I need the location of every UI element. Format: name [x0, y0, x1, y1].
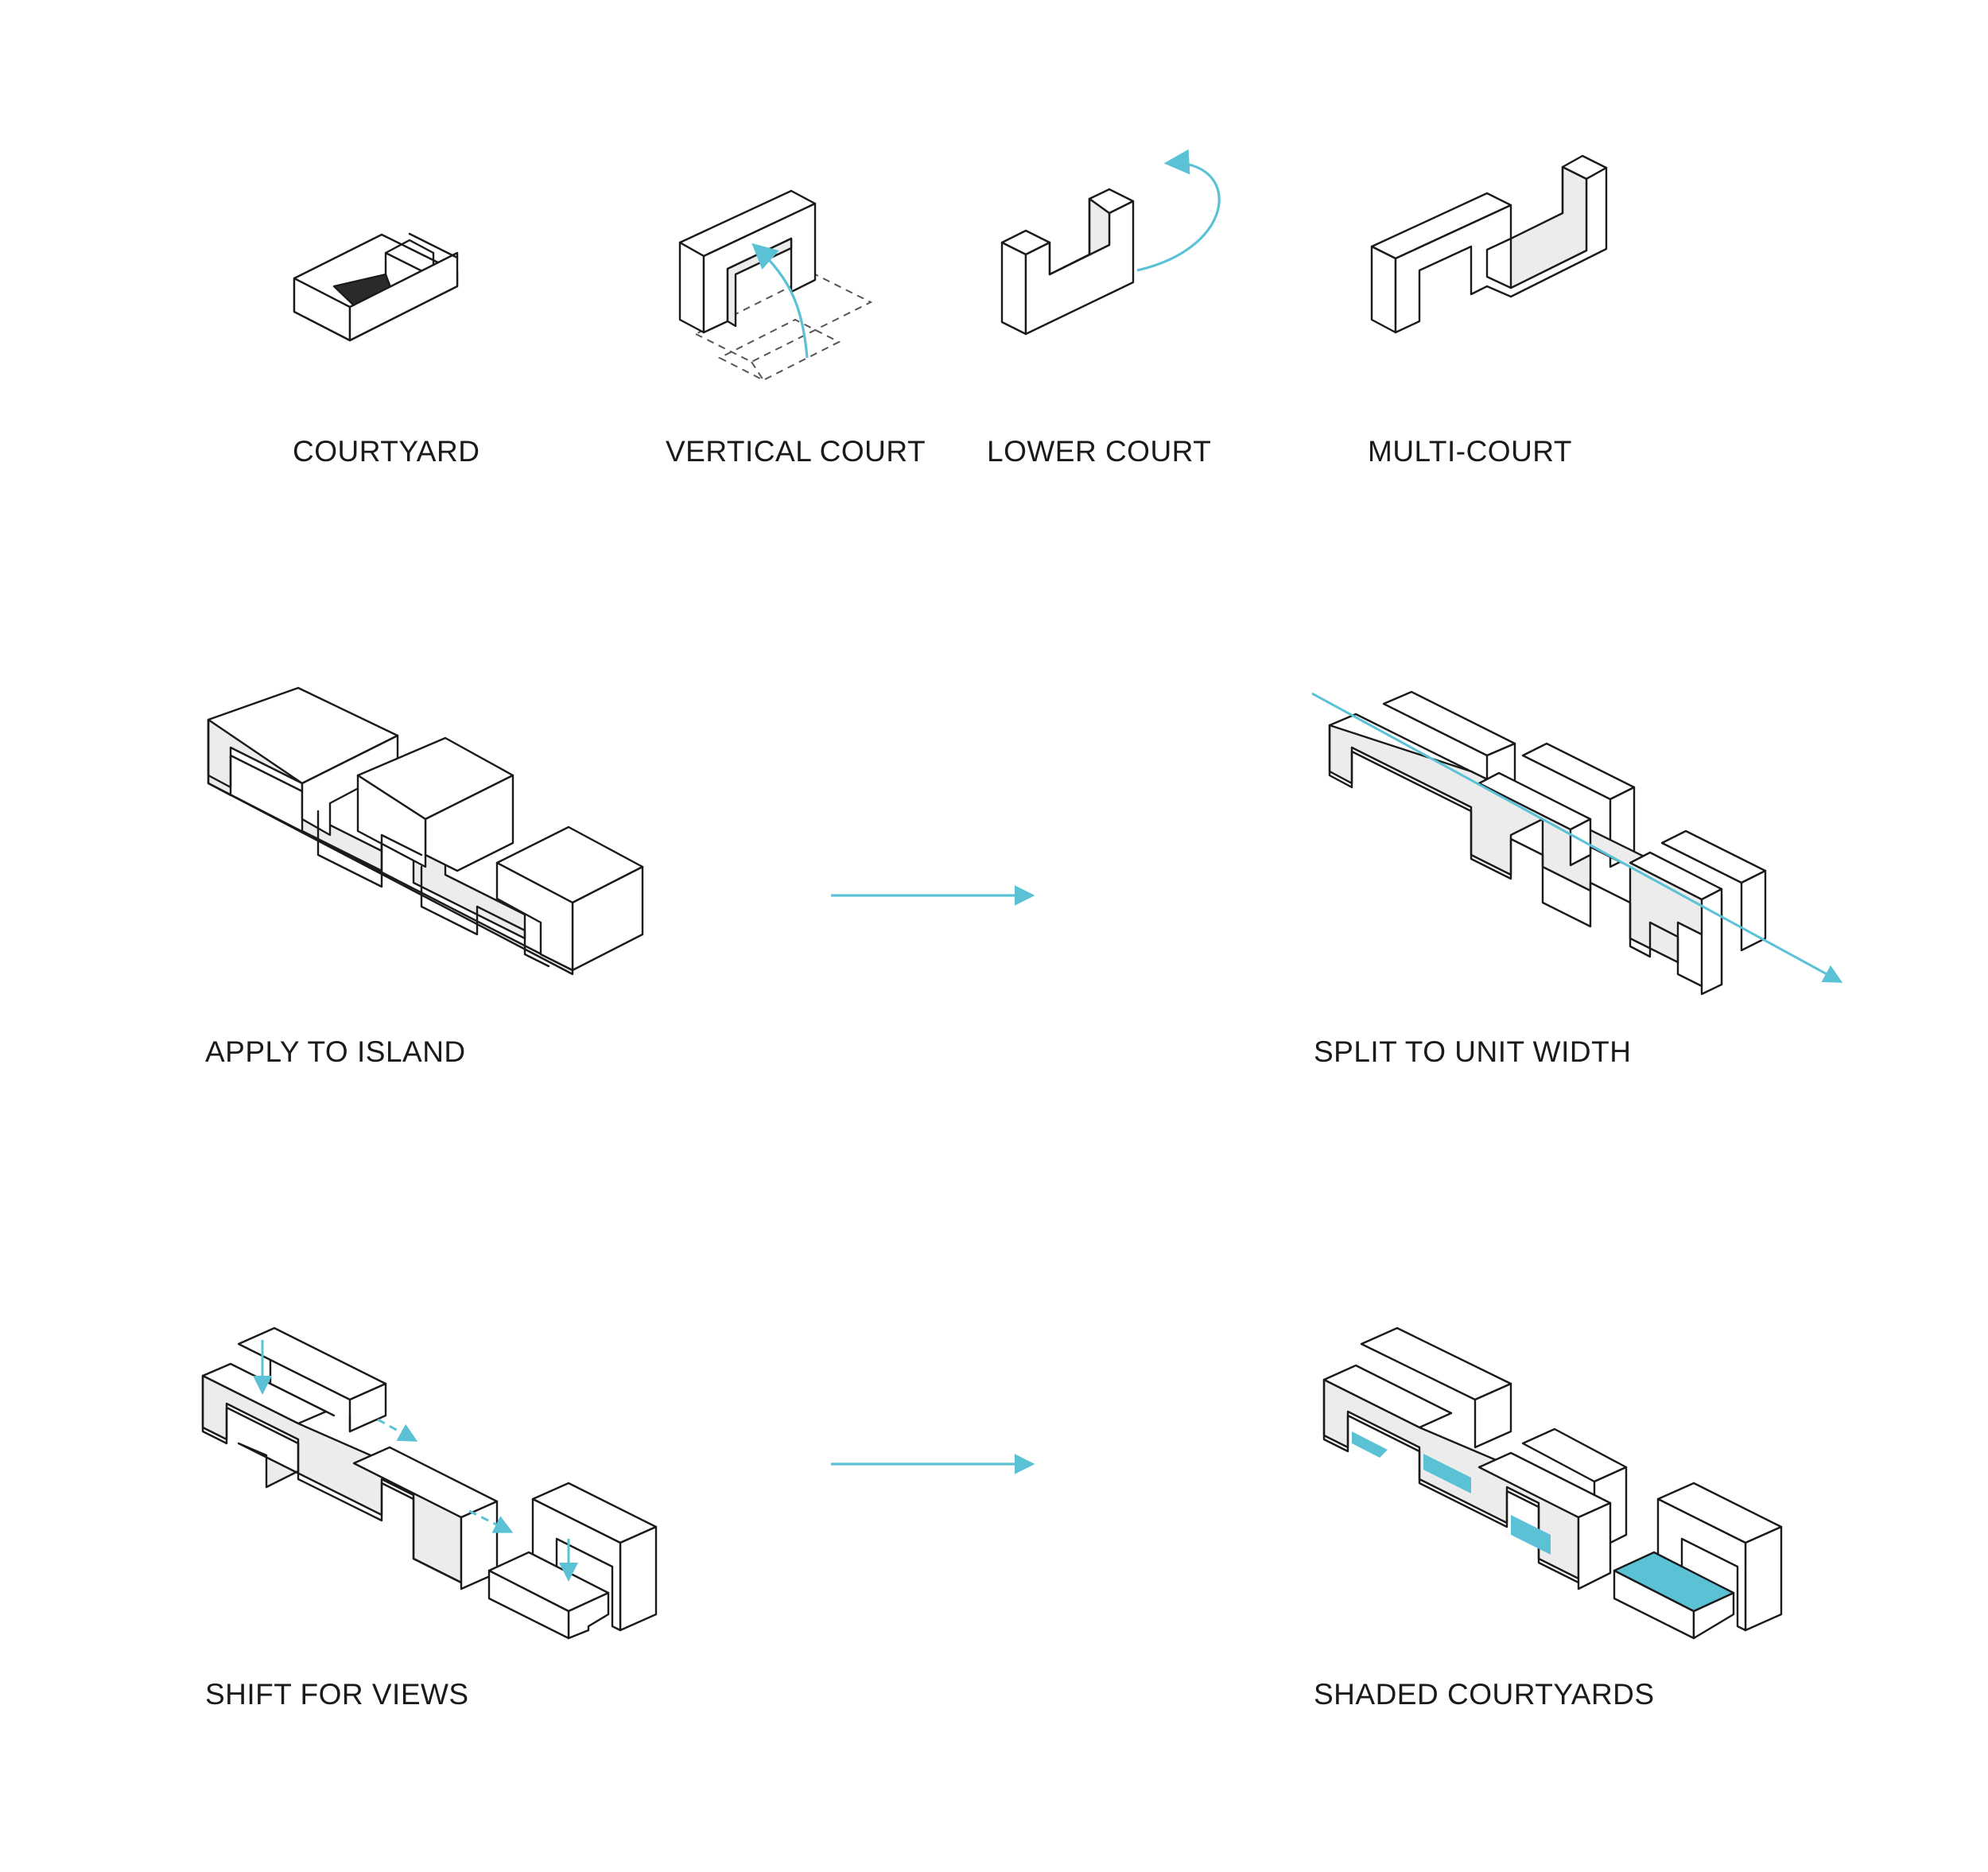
label-shaded-courtyards: SHADED COURTYARDS: [1314, 1678, 1655, 1711]
lower-court-model: [1000, 149, 1221, 336]
label-apply-to-island: APPLY TO ISLAND: [205, 1035, 466, 1068]
multi-court-model: [1370, 154, 1608, 334]
apply-to-island-model: [207, 686, 644, 976]
shift-for-views-model: [201, 1326, 658, 1640]
shaded-courtyards-model: [1322, 1326, 1783, 1640]
label-shift-for-views: SHIFT FOR VIEWS: [205, 1678, 469, 1711]
label-multi-court: MULTI-COURT: [1368, 435, 1572, 468]
label-lower-court: LOWER COURT: [987, 435, 1212, 468]
label-vertical-court: VERTICAL COURT: [666, 435, 926, 468]
label-courtyard: COURTYARD: [293, 435, 480, 468]
label-split-to-unit-width: SPLIT TO UNIT WIDTH: [1314, 1035, 1632, 1068]
courtyard-model: [293, 232, 459, 342]
split-to-unit-width-model: [1311, 690, 1843, 996]
vertical-court-model: [678, 189, 873, 382]
